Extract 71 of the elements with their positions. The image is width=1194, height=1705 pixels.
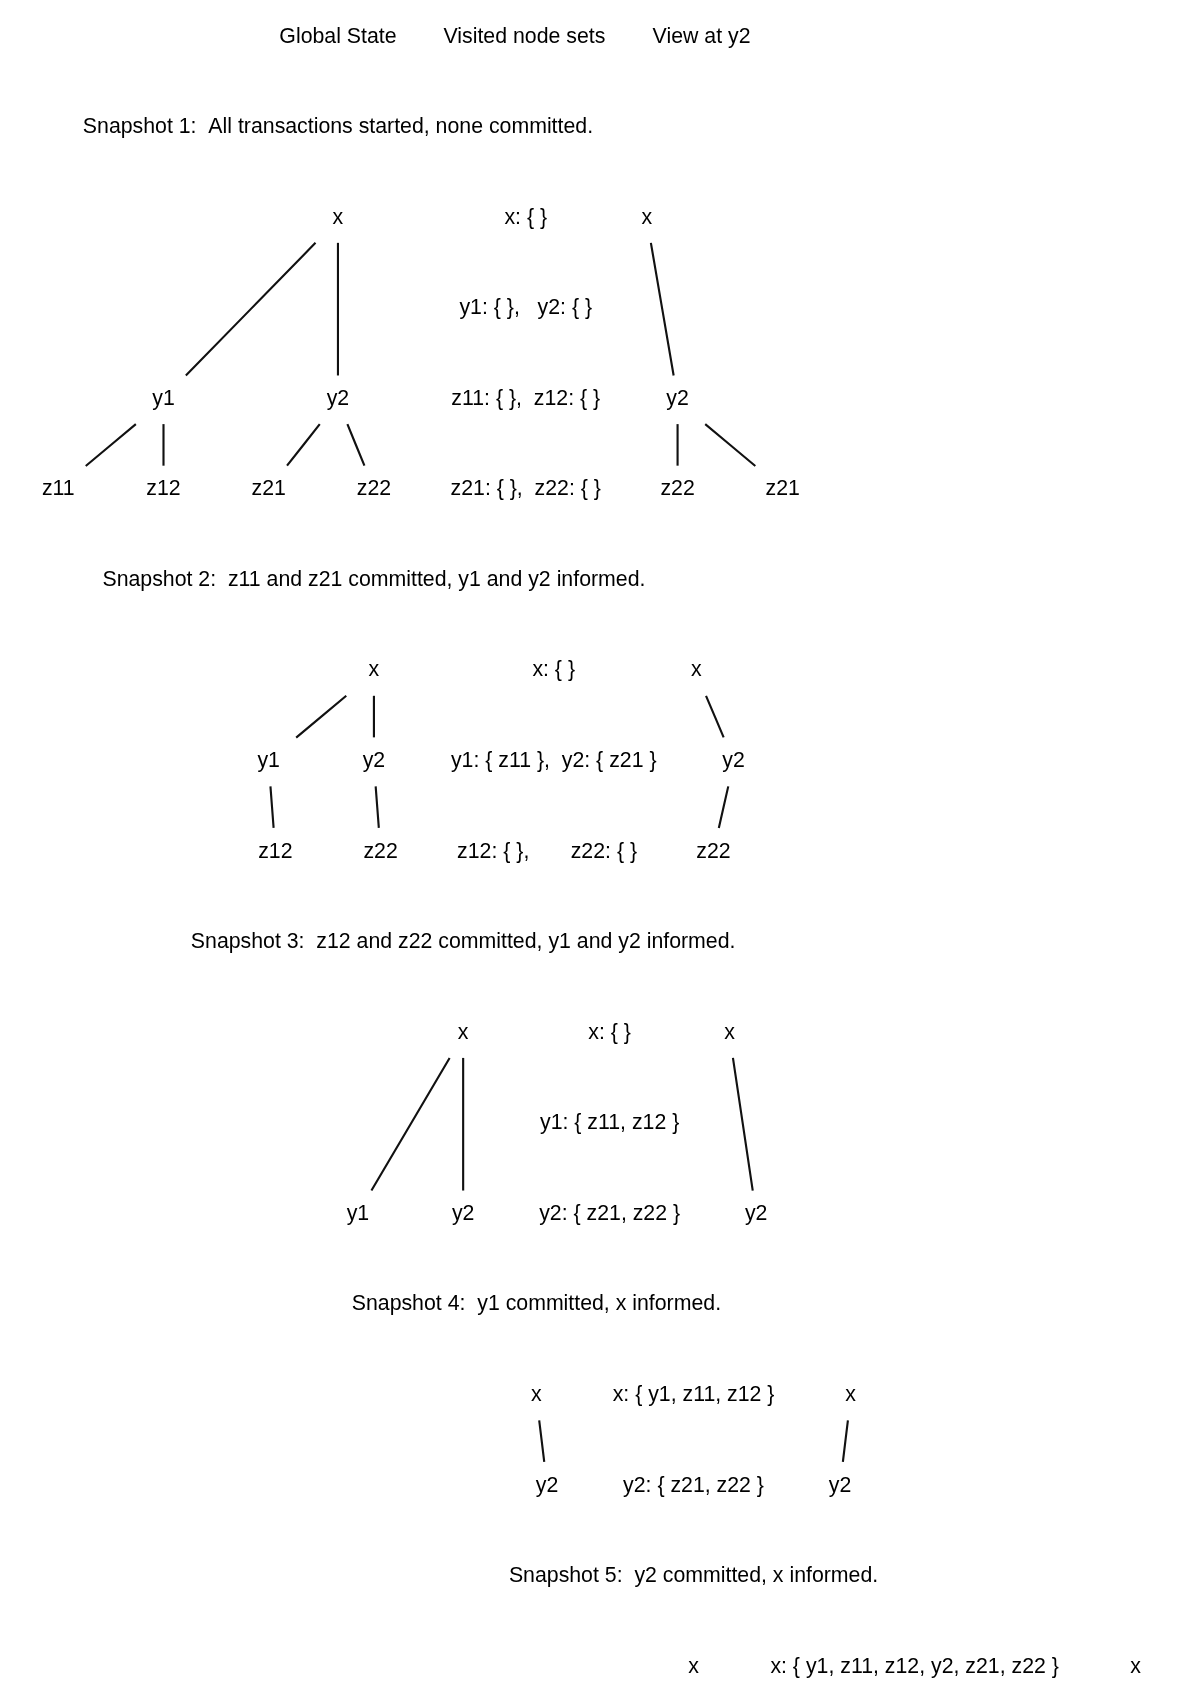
label: Snapshot 3: z12 and z22 committed, y1 and y2 informed. [190,929,736,954]
node-text: y2 [326,385,350,410]
label: y1: { z11 }, y2: { z21 } [450,748,657,772]
connector [372,695,375,738]
node-text: z22 [660,476,695,501]
node-text: x [724,1019,735,1044]
connector [705,695,725,738]
connector [462,1057,465,1191]
node-text: x [1130,1653,1142,1678]
node-text: x [690,657,702,682]
label: x: { } [532,657,576,682]
node-text: y2 [451,1200,475,1225]
label: x: { } [504,204,548,229]
node-text: x [845,1381,857,1406]
node-text: y2 [722,748,745,772]
node-text: z12 [146,476,181,501]
node-text: z22 [356,476,392,501]
connector [717,786,730,829]
connector [704,423,756,467]
node-text: x [531,1381,542,1406]
connector [370,1057,451,1192]
node-text: x [368,657,380,682]
label: Snapshot 4: y1 committed, x informed. [351,1291,722,1316]
connector [374,786,380,828]
connector [162,424,165,466]
connector [286,423,321,467]
connector [841,1420,849,1462]
label: Snapshot 1: All transactions started, none committed. [82,114,594,139]
connector [336,242,340,376]
node-text: z11 [41,476,75,501]
connector [649,242,675,376]
node-text: z21 [251,476,286,501]
node-text: y2 [666,385,689,410]
label: z21: { }, z22: { } [450,476,601,501]
label: x: { y1, z11, z12, y2, z21, z22 } [770,1653,1059,1678]
connector [731,1057,754,1191]
node-text: x [332,204,344,229]
node-text: x [641,204,653,229]
label: y1: { z11, z12 } [539,1110,680,1135]
label: Snapshot 5: y2 committed, x informed. [508,1563,879,1588]
label: y1: { }, y2: { } [459,295,593,320]
label: View at y2 [652,23,751,48]
node-text: y1 [152,385,175,410]
node-text: y2 [362,748,386,772]
connector [85,423,137,467]
node-text: y1 [346,1200,370,1225]
label: z11: { }, z12: { } [451,385,601,410]
node-text: y2 [828,1472,852,1497]
node-text: x [457,1019,469,1044]
connector [538,1420,546,1462]
node-text: z21 [765,476,800,501]
node-text: y1 [257,748,280,772]
label: x: { } [588,1019,631,1044]
label: y2: { z21, z22 } [539,1200,681,1225]
connector [295,695,347,739]
node-text: z22 [696,838,731,863]
label: x: { y1, z11, z12 } [612,1381,775,1406]
label: Visited node sets [443,23,606,48]
node-text: z22 [363,838,398,863]
node-text: y2 [744,1200,768,1225]
label: z12: { }, z22: { } [457,838,638,863]
connector [269,786,275,828]
label: y2: { z21, z22 } [623,1472,765,1497]
node-text: z12 [258,838,293,863]
label: Global State [279,23,397,48]
node-text: x [688,1653,699,1678]
connector [676,424,679,466]
node-text: y2 [535,1472,559,1497]
label: Snapshot 2: z11 and z21 committed, y1 and y2 informed. [102,566,646,591]
connector [185,242,317,377]
connector [346,423,366,467]
